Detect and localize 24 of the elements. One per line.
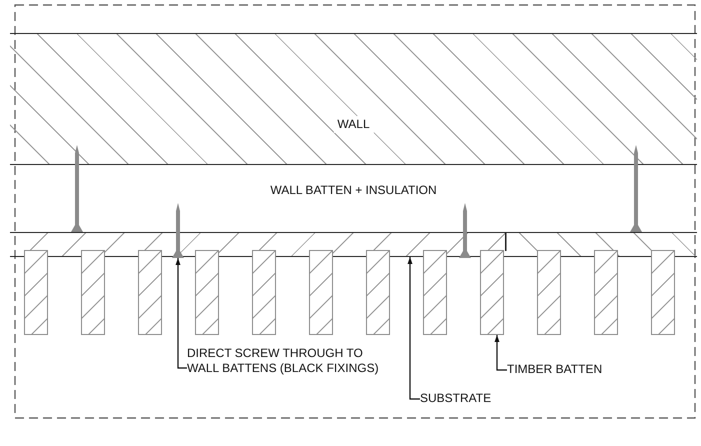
timber-batten — [594, 250, 618, 335]
callout-text: DIRECT SCREW THROUGH TO WALL BATTENS (BLACK FIXINGS) — [187, 346, 387, 376]
wall-section — [10, 33, 697, 165]
screw — [71, 145, 83, 232]
timber-batten — [309, 250, 333, 335]
timber-batten — [252, 250, 276, 335]
wall-label: WALL — [333, 116, 374, 133]
leader-line — [176, 258, 187, 369]
timber-batten — [423, 250, 447, 335]
timber-batten — [537, 250, 561, 335]
screw — [172, 203, 184, 258]
screw — [630, 145, 642, 232]
timber-batten — [81, 250, 105, 335]
timber-batten — [24, 250, 48, 335]
callout-text: TIMBER BATTEN — [507, 362, 627, 377]
timber-batten — [480, 250, 504, 335]
leader-line — [408, 257, 420, 400]
screw — [459, 203, 471, 258]
timber-batten — [651, 250, 675, 335]
timber-batten — [366, 250, 390, 335]
timber-batten — [138, 250, 162, 335]
leader-line — [494, 335, 507, 371]
timber-batten — [195, 250, 219, 335]
callout-text: SUBSTRATE — [420, 391, 520, 406]
